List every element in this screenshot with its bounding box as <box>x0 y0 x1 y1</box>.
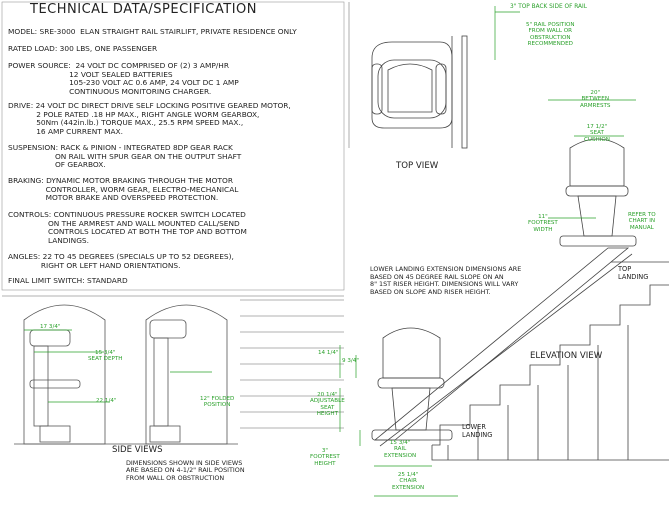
top-landing-label: TOP LANDING <box>618 265 649 281</box>
spec-title: TECHNICAL DATA/SPECIFICATION <box>30 2 258 17</box>
spec-suspension: SUSPENSION: RACK & PINION - INTEGRATED 8… <box>8 143 242 170</box>
dim-9-three-quarter: 9 3/4" <box>342 358 359 364</box>
dim-top-back-rail: 3" TOP BACK SIDE OF RAIL <box>510 4 587 10</box>
dim-side-17: 17 3/4" <box>40 324 61 330</box>
dim-footrest-height: 3" FOOTREST HEIGHT <box>310 448 340 467</box>
dim-refer-chart: REFER TO CHART IN MANUAL <box>628 212 656 231</box>
dimension-lines <box>24 6 636 497</box>
elevation-view-title: ELEVATION VIEW <box>530 351 603 361</box>
dim-rail-extension: 15 3/4" RAIL EXTENSION <box>384 440 417 459</box>
dim-seat-cushion: 17 1/2" SEAT CUSHION <box>584 124 610 143</box>
spec-angles: ANGLES: 22 TO 45 DEGREES (SPECIALS UP TO… <box>8 252 234 270</box>
spec-drive: DRIVE: 24 VOLT DC DIRECT DRIVE SELF LOCK… <box>8 101 291 136</box>
dim-seat-height: 20 1/4" ADJUSTABLE SEAT HEIGHT <box>310 392 345 418</box>
lower-landing-label: LOWER LANDING <box>462 423 493 439</box>
spec-power-source: POWER SOURCE: 24 VOLT DC COMPRISED OF (2… <box>8 61 239 96</box>
dim-chair-extension: 25 1/4" CHAIR EXTENSION <box>392 472 425 491</box>
top-view-drawing <box>348 2 468 149</box>
lower-landing-note: LOWER LANDING EXTENSION DIMENSIONS ARE B… <box>370 265 522 296</box>
dim-footrest-width: 11" FOOTREST WIDTH <box>528 214 558 233</box>
side-views-note: DIMENSIONS SHOWN IN SIDE VIEWS ARE BASED… <box>126 459 245 482</box>
dim-seat-depth: 15 3/4" SEAT DEPTH <box>88 350 123 363</box>
spec-final-limit: FINAL LIMIT SWITCH: STANDARD <box>8 276 128 285</box>
spec-border <box>1 1 345 291</box>
dim-folded-position: 12" FOLDED POSITION <box>200 396 235 409</box>
elevation-stairs <box>371 138 669 461</box>
spec-controls: CONTROLS: CONTINUOUS PRESSURE ROCKER SWI… <box>8 210 247 245</box>
spec-model: MODEL: SRE-3000 ELAN STRAIGHT RAIL STAIR… <box>8 27 297 36</box>
side-views-drawing <box>2 295 344 445</box>
dim-side-22: 22 1/4" <box>96 398 117 404</box>
dim-between-armrests: 20" BETWEEN ARMRESTS <box>580 90 611 109</box>
dim-14-quarter: 14 1/4" <box>318 350 339 356</box>
dim-rail-position: 5" RAIL POSITION FROM WALL OR OBSTRUCTIO… <box>526 22 575 48</box>
spec-braking: BRAKING: DYNAMIC MOTOR BRAKING THROUGH T… <box>8 176 239 203</box>
top-view-title: TOP VIEW <box>396 161 439 171</box>
spec-rated-load: RATED LOAD: 300 LBS, ONE PASSENGER <box>8 44 158 53</box>
side-views-title: SIDE VIEWS <box>112 445 163 455</box>
